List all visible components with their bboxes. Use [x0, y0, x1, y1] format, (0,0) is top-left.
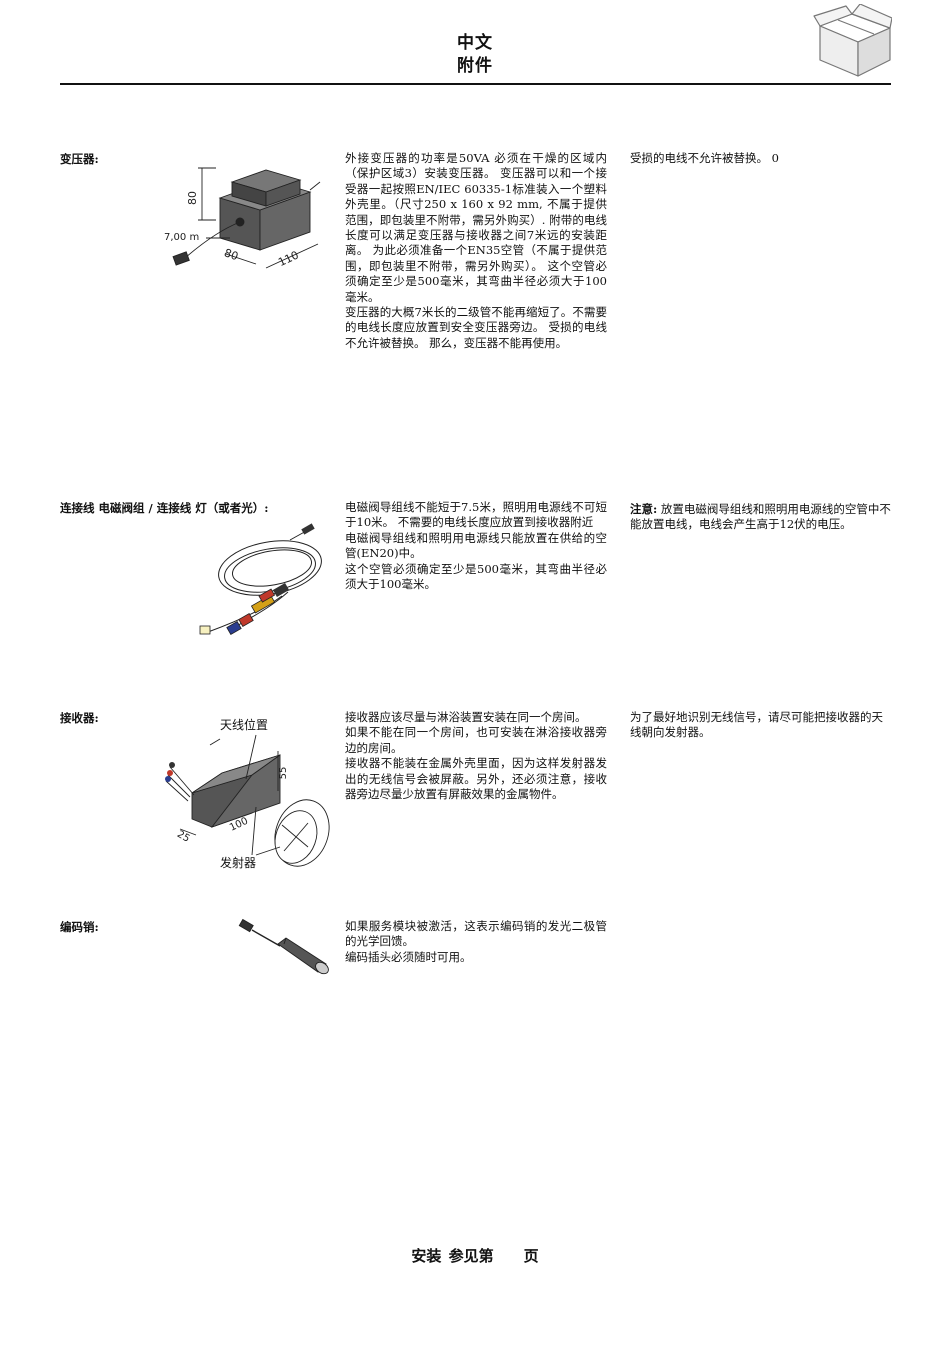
- transformer-illustration: 80 110 80 7,00 m: [160, 150, 340, 280]
- note-label: 注意:: [630, 502, 658, 516]
- paragraph: 变压器的大概7米长的二级管不能再缩短了。不需要的电线长度应放置到安全变压器旁边。…: [345, 305, 607, 350]
- transformer-note: 受损的电线不允许被替换。 0: [630, 151, 779, 165]
- receiver-illustration: 天线位置 发射器 55 100 25: [160, 715, 340, 875]
- footer-text-before: 安装 参见第: [411, 1247, 494, 1265]
- paragraph: 接收器应该尽量与淋浴装置安装在同一个房间。: [345, 710, 587, 724]
- transformer-height-dim: 80: [186, 191, 199, 205]
- cables-note: 注意: 放置电磁阀导组线和照明用电源线的空管中不能放置电线，电线会产生高于12伏…: [630, 502, 892, 533]
- language-heading: 中文: [457, 33, 493, 53]
- cables-text: 电磁阀导组线不能短于7.5米，照明用电源线不可短于10米。 不需要的电线长度应放…: [345, 500, 607, 592]
- receiver-text: 接收器应该尽量与淋浴装置安装在同一个房间。 如果不能在同一个房间，也可安装在淋浴…: [345, 710, 607, 802]
- transformer-cable-dim: 7,00 m: [164, 232, 199, 243]
- paragraph: 接收器不能装在金属外壳里面，因为这样发射器发出的无线信号会被屏蔽。另外，还必须注…: [345, 756, 607, 802]
- transformer-text: 外接变压器的功率是50VA 必须在干燥的区域内（保护区域3）安装变压器。 变压器…: [345, 151, 607, 351]
- header-rule: [60, 83, 891, 85]
- page-title: 附件: [457, 56, 493, 76]
- transmitter-callout: 发射器: [220, 855, 256, 870]
- receiver-note: 为了最好地识别无线信号，请尽可能把接收器的天线朝向发射器。: [630, 710, 883, 740]
- paragraph: 这个空管必须确定至少是500毫米，其弯曲半径必须大于100毫米。: [345, 561, 607, 592]
- page-header: 中文 附件: [0, 32, 950, 78]
- paragraph: 外接变压器的功率是50VA 必须在干燥的区域内（保护区域3）安装变压器。 变压器…: [345, 151, 607, 304]
- footer-text-after: 页: [523, 1247, 539, 1265]
- page-footer: 安装 参见第 页: [0, 1245, 950, 1266]
- receiver-depth-dim: 25: [175, 829, 192, 845]
- paragraph: 如果不能在同一个房间，也可安装在淋浴接收器旁边的房间。: [345, 725, 607, 755]
- paragraph: 如果服务模块被激活，这表示编码销的发光二极管的光学回馈。: [345, 919, 607, 949]
- receiver-height-dim: 55: [278, 767, 289, 780]
- section-label-transformer: 变压器:: [60, 152, 99, 166]
- transformer-depth-dim: 80: [222, 246, 240, 263]
- section-label-cables: 连接线 电磁阀组 / 连接线 灯（或者光）:: [60, 501, 269, 515]
- coding-pin-text: 如果服务模块被激活，这表示编码销的发光二极管的光学回馈。 编码插头必须随时可用。: [345, 919, 607, 965]
- cables-illustration: [190, 520, 330, 645]
- transformer-width-dim: 110: [276, 248, 301, 269]
- section-label-coding-pin: 编码销:: [60, 920, 99, 934]
- paragraph: 电磁阀导组线不能短于7.5米，照明用电源线不可短于10米。 不需要的电线长度应放…: [345, 500, 607, 530]
- antenna-callout: 天线位置: [220, 717, 268, 732]
- coding-pin-illustration: [236, 918, 332, 984]
- note-text: 放置电磁阀导组线和照明用电源线的空管中不能放置电线，电线会产生高于12伏的电压。: [630, 502, 891, 532]
- package-box-icon: [812, 3, 893, 80]
- paragraph: 编码插头必须随时可用。: [345, 949, 472, 964]
- paragraph: 电磁阀导组线和照明用电源线只能放置在供给的空管(EN20)中。: [345, 530, 607, 561]
- section-label-receiver: 接收器:: [60, 711, 99, 725]
